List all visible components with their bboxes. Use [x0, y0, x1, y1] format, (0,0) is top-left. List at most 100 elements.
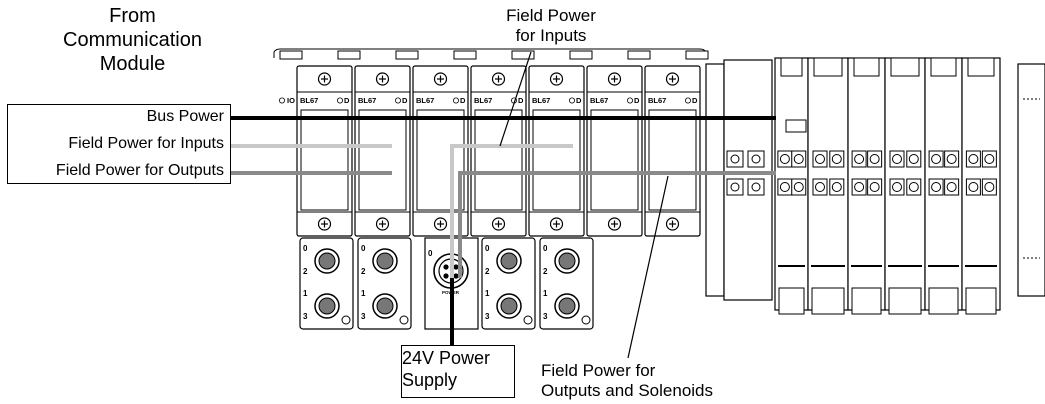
- connector-port-num: 2: [543, 267, 548, 276]
- valve-top-cap: [854, 58, 879, 76]
- valve-fitting: [870, 183, 879, 192]
- connector-port-num: 1: [303, 289, 308, 298]
- title-line-2: Communication: [60, 28, 205, 52]
- connector-port-num: 3: [485, 312, 490, 321]
- module-window: [359, 110, 406, 210]
- module-window: [591, 110, 638, 210]
- valve-label-plate: [786, 120, 806, 132]
- valve-fitting: [855, 155, 864, 164]
- module-window: [649, 110, 696, 210]
- power-connector-pin: [443, 264, 448, 269]
- module-window: [533, 110, 580, 210]
- power-connector-pin: [453, 264, 458, 269]
- module-status-d: D: [576, 96, 582, 105]
- module-window: [475, 110, 522, 210]
- connector-mount-hole: [400, 316, 408, 324]
- supply-line-1: 24V Power: [402, 347, 490, 369]
- valve-fitting: [947, 183, 956, 192]
- valve-bottom-cap: [889, 288, 921, 314]
- supply-line-2: Supply: [402, 369, 490, 391]
- module-model-label: BL67: [416, 96, 434, 105]
- connector-port-num: 3: [303, 312, 308, 321]
- connector-port-num: 0: [485, 244, 490, 253]
- module-status-led: [569, 98, 574, 103]
- module-status-d: D: [402, 96, 408, 105]
- interface-fitting: [731, 155, 739, 163]
- m12-connector-core: [501, 253, 517, 269]
- power-connector-num: 0: [428, 249, 433, 258]
- valve-fitting: [780, 183, 789, 192]
- connector-port-num: 3: [361, 312, 366, 321]
- power-connector-pin: [453, 273, 458, 278]
- rail-clip: [628, 51, 650, 59]
- valve-fitting: [780, 155, 789, 164]
- valve-end-adapter: [706, 64, 724, 296]
- callout-field-power-inputs: Field Power for Inputs: [481, 6, 621, 46]
- m12-connector-core: [501, 298, 517, 314]
- valve-fitting: [816, 183, 825, 192]
- valve-fitting: [909, 155, 918, 164]
- module-model-label: BL67: [590, 96, 608, 105]
- connector-mount-hole: [342, 316, 350, 324]
- valve-fitting: [947, 155, 956, 164]
- valve-bottom-cap: [812, 288, 844, 314]
- valve-bottom-cap: [852, 288, 881, 314]
- interface-fitting: [752, 183, 760, 191]
- connector-port-num: 1: [485, 289, 490, 298]
- legend-field-power-outputs: Field Power for Outputs: [56, 162, 224, 180]
- module-model-label: BL67: [648, 96, 666, 105]
- io-status-led: [279, 98, 284, 103]
- m12-connector-core: [377, 253, 393, 269]
- connector-port-num: 0: [361, 244, 366, 253]
- module-status-d: D: [460, 96, 466, 105]
- valve-fitting: [832, 155, 841, 164]
- valve-fitting: [932, 183, 941, 192]
- callout-outputs-line-2: Outputs and Solenoids: [541, 381, 713, 401]
- connector-blocks: 021302130POWER02130213: [300, 238, 593, 329]
- connector-port-num: 2: [485, 267, 490, 276]
- module-status-d: D: [634, 96, 640, 105]
- valve-bottom-cap: [929, 288, 958, 314]
- valve-top-cap: [891, 58, 919, 76]
- power-supply-label: 24V Power Supply: [402, 347, 490, 391]
- valve-top-cap: [968, 58, 994, 76]
- valve-fitting: [969, 155, 978, 164]
- connector-port-num: 0: [303, 244, 308, 253]
- valve-fitting: [893, 183, 902, 192]
- module-status-led: [453, 98, 458, 103]
- legend-field-power-inputs: Field Power for Inputs: [68, 135, 224, 153]
- module-model-label: BL67: [474, 96, 492, 105]
- module-status-io: IO: [287, 96, 295, 105]
- power-connector-pin: [443, 273, 448, 278]
- m12-connector-core: [319, 298, 335, 314]
- interface-fitting: [731, 183, 739, 191]
- module-model-label: BL67: [532, 96, 550, 105]
- module-model-label: BL67: [300, 96, 318, 105]
- m12-connector-core: [319, 253, 335, 269]
- module-status-led: [685, 98, 690, 103]
- connector-mount-hole: [524, 316, 532, 324]
- module-status-led: [395, 98, 400, 103]
- valve-fitting: [932, 155, 941, 164]
- callout-outputs-line-1: Field Power for: [541, 361, 713, 381]
- rail-clip: [686, 51, 708, 59]
- io-module-rack: BL67DBL67DBL67DBL67DBL67DBL67DBL67DIO: [274, 49, 708, 236]
- m12-connector-core: [559, 253, 575, 269]
- callout-field-power-outputs: Field Power for Outputs and Solenoids: [541, 361, 713, 401]
- connector-mount-hole: [582, 316, 590, 324]
- module-window: [301, 110, 348, 210]
- connector-port-num: 1: [361, 289, 366, 298]
- rail-clip: [454, 51, 476, 59]
- connector-port-num: 3: [543, 312, 548, 321]
- valve-fitting: [870, 155, 879, 164]
- valve-fitting: [893, 155, 902, 164]
- module-model-label: BL67: [358, 96, 376, 105]
- valve-top-cap: [781, 58, 802, 76]
- module-status-d: D: [518, 96, 524, 105]
- callout-inputs-line-1: Field Power: [481, 6, 621, 26]
- connector-port-num: 2: [361, 267, 366, 276]
- connector-port-num: 1: [543, 289, 548, 298]
- title-from-communication-module: From Communication Module: [60, 4, 205, 76]
- valve-fitting: [985, 183, 994, 192]
- valve-fitting: [832, 183, 841, 192]
